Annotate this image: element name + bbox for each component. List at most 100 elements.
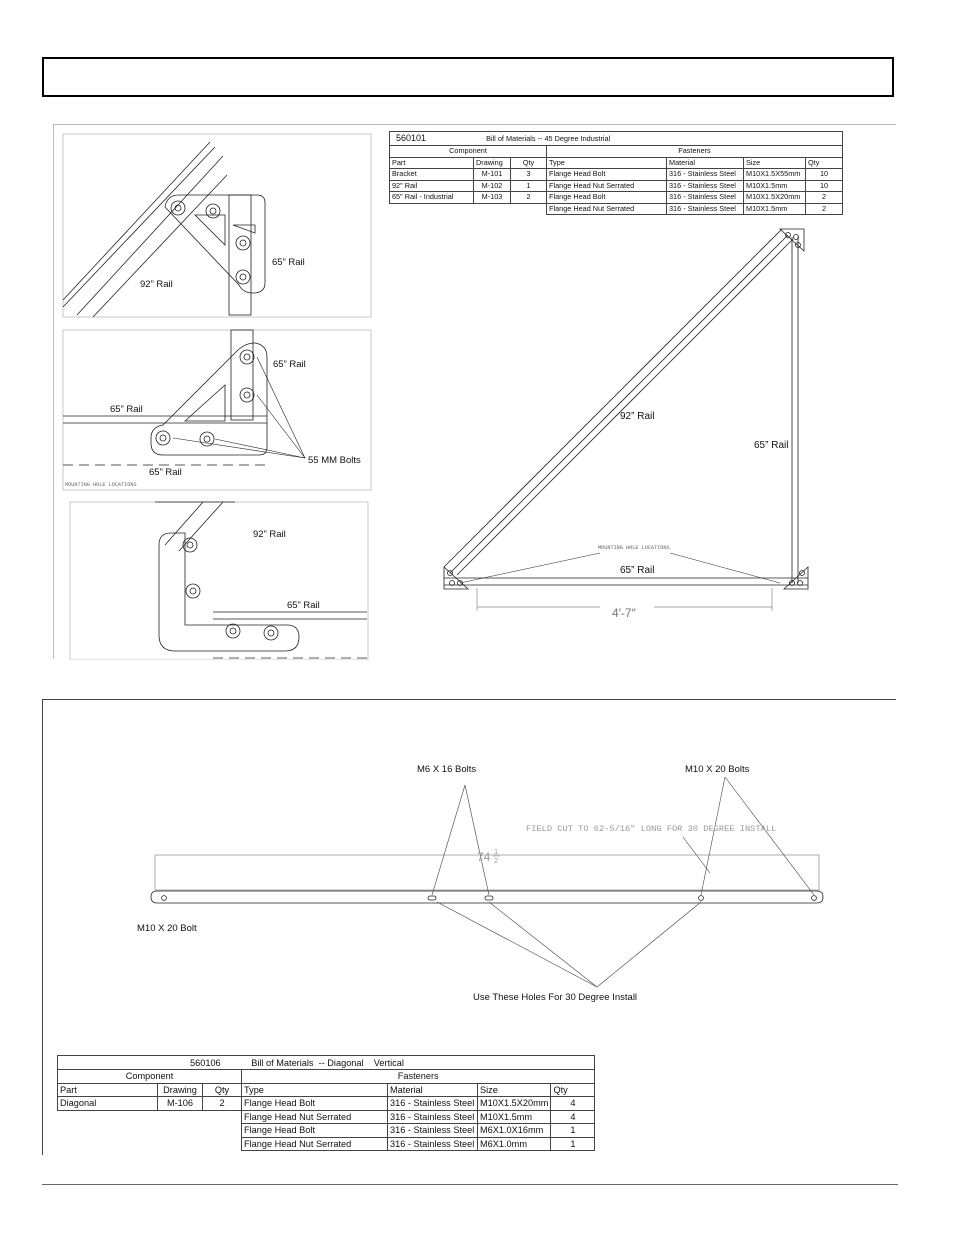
- qty-cell: 1: [550, 1123, 596, 1138]
- detail-panel-frame: [69, 501, 369, 660]
- detail-bracket-3: [155, 501, 367, 659]
- m10-bolts-label: M10 X 20 Bolts: [685, 764, 750, 775]
- fasteners-header: Fasteners: [240, 1069, 596, 1084]
- size-cell: M10X1.5mm: [743, 179, 806, 192]
- length-whole: 74: [477, 850, 491, 864]
- drawing-cell: M-101: [473, 168, 511, 181]
- table-row: 65" Rail - Industrial M-103 2 Flange Hea…: [389, 191, 843, 204]
- rail-65-label: 65” Rail: [273, 359, 306, 370]
- dimension-line: [476, 588, 773, 611]
- detail-bracket-1: [164, 194, 266, 316]
- qty-cell: 1: [550, 1136, 596, 1151]
- column-header: Type: [241, 1082, 388, 1097]
- part-cell: 92" Rail: [389, 179, 474, 192]
- bolt-leader-lines: [172, 356, 306, 459]
- bom-title-row: 560101 Bill of Materials -- 45 Degree In…: [389, 131, 843, 146]
- rail-92-label: 92” Rail: [140, 279, 173, 290]
- column-header: Qty: [550, 1082, 596, 1097]
- drawing-cell: M-106: [157, 1096, 203, 1111]
- type-cell: Flange Head Bolt: [241, 1123, 388, 1138]
- bottom-drawing-frame: [42, 699, 896, 1155]
- type-cell: Flange Head Nut Serrated: [546, 179, 667, 192]
- table-row: Diagonal M-106 2 Flange Head Bolt 316 - …: [57, 1096, 596, 1111]
- bom-title: Bill of Materials -- 45 Degree Industria…: [486, 134, 611, 143]
- qty-cell: 2: [202, 1096, 242, 1111]
- material-cell: 316 - Stainless Steel: [387, 1109, 478, 1124]
- rail-65-vertical: [791, 237, 799, 583]
- holes-note: Use These Holes For 30 Degree Install: [473, 992, 637, 1003]
- type-cell: Flange Head Bolt: [546, 191, 667, 204]
- size-cell: M6X1.0mm: [476, 1136, 552, 1151]
- column-header: Size: [476, 1082, 552, 1097]
- part-cell: 65" Rail - Industrial: [389, 191, 474, 204]
- qty-cell: 4: [550, 1109, 596, 1124]
- bom-column-header-row: Part Drawing Qty Type Material Size Qty: [389, 156, 843, 169]
- qty-cell: 3: [510, 168, 547, 181]
- page-header-box: [42, 57, 894, 97]
- field-cut-outline: [154, 854, 820, 891]
- table-row: Flange Head Nut Serrated 316 - Stainless…: [58, 1109, 596, 1124]
- field-cut-note: FIELD CUT TO 62-5/16" LONG FOR 30 DEGREE…: [526, 824, 776, 834]
- detail-bracket-2: [150, 329, 268, 456]
- bom-title: Bill of Materials -- Diagonal Vertical: [251, 1057, 404, 1068]
- material-cell: 316 - Stainless Steel: [387, 1123, 478, 1138]
- bom-table-45-degree: 560101 Bill of Materials -- 45 Degree In…: [389, 131, 843, 215]
- size-cell: M10X1.5X55mm: [743, 168, 806, 181]
- m10-bolt-label: M10 X 20 Bolt: [137, 923, 197, 934]
- column-header: Drawing: [157, 1082, 203, 1097]
- bom-section-row: Component Fasteners: [389, 145, 843, 158]
- diagonal-holes: [161, 895, 817, 901]
- type-cell: Flange Head Nut Serrated: [546, 202, 667, 215]
- material-cell: 316 - Stainless Steel: [666, 168, 744, 181]
- bom-table-diagonal: 560106 Bill of Materials -- Diagonal Ver…: [56, 1055, 596, 1151]
- column-header: Type: [546, 156, 667, 169]
- size-cell: M6X1.0X16mm: [476, 1123, 552, 1138]
- qty-cell: 2: [510, 191, 547, 204]
- top-drawing-frame: [53, 124, 896, 659]
- part-cell: Diagonal: [57, 1096, 158, 1111]
- column-header: Part: [57, 1082, 158, 1097]
- type-cell: Flange Head Bolt: [546, 168, 667, 181]
- detail-65-rail-horizontal: [63, 415, 269, 466]
- material-cell: 316 - Stainless Steel: [666, 191, 744, 204]
- material-cell: 316 - Stainless Steel: [666, 179, 744, 192]
- fasteners-header: Fasteners: [546, 145, 843, 158]
- detail-panel-frame: [62, 329, 372, 491]
- corner-bracket-top: [778, 228, 805, 252]
- component-header: Component: [389, 145, 547, 158]
- dimension-label: 4′-7″: [612, 606, 637, 620]
- material-cell: 316 - Stainless Steel: [666, 202, 744, 215]
- size-cell: M10X1.5mm: [743, 202, 806, 215]
- size-cell: M10X1.5mm: [476, 1109, 552, 1124]
- bolts-55mm-label: 55 MM Bolts: [308, 455, 361, 466]
- column-header: Part: [389, 156, 474, 169]
- component-header: Component: [57, 1069, 242, 1084]
- type-cell: Flange Head Nut Serrated: [241, 1136, 388, 1151]
- qty-cell: 1: [510, 179, 547, 192]
- bom-section-row: Component Fasteners: [57, 1069, 596, 1084]
- bracket-detail-drawings: MOUNTING HOLE LOCATIONS 92” Rail 65” Rai…: [62, 133, 372, 660]
- m6-bolts-label: M6 X 16 Bolts: [417, 764, 476, 775]
- diagonal-rail: [150, 890, 824, 904]
- type-cell: Flange Head Bolt: [241, 1096, 388, 1111]
- table-row: Bracket M-101 3 Flange Head Bolt 316 - S…: [389, 168, 843, 181]
- length-fraction-denominator: 2: [494, 856, 498, 865]
- size-cell: M10X1.5X20mm: [476, 1096, 552, 1111]
- mounting-hole-leaders: [459, 552, 781, 584]
- rail-92-label: 92” Rail: [253, 529, 286, 540]
- column-header: Size: [743, 156, 806, 169]
- rail-65-label: 65” Rail: [110, 404, 143, 415]
- rail-92-diagonal: [443, 228, 794, 576]
- rail-65-label: 65” Rail: [620, 565, 654, 576]
- rail-65-label: 65” Rail: [287, 600, 320, 611]
- triangle-assembly-drawing: 92” Rail 65” Rail 65” Rail MOUNTING HOLE…: [443, 228, 809, 620]
- bom-column-header-row: Part Drawing Qty Type Material Size Qty: [57, 1082, 596, 1097]
- length-fraction-numerator: 1: [494, 847, 498, 856]
- table-row: 92" Rail M-102 1 Flange Head Nut Serrate…: [389, 179, 843, 192]
- bom-number: 560106: [190, 1057, 221, 1068]
- footer-rule: [42, 1184, 898, 1185]
- drawing-cell: M-102: [473, 179, 511, 192]
- table-row: Flange Head Nut Serrated 316 - Stainless…: [390, 202, 843, 215]
- type-cell: Flange Head Nut Serrated: [241, 1109, 388, 1124]
- qty-cell: 4: [550, 1096, 596, 1111]
